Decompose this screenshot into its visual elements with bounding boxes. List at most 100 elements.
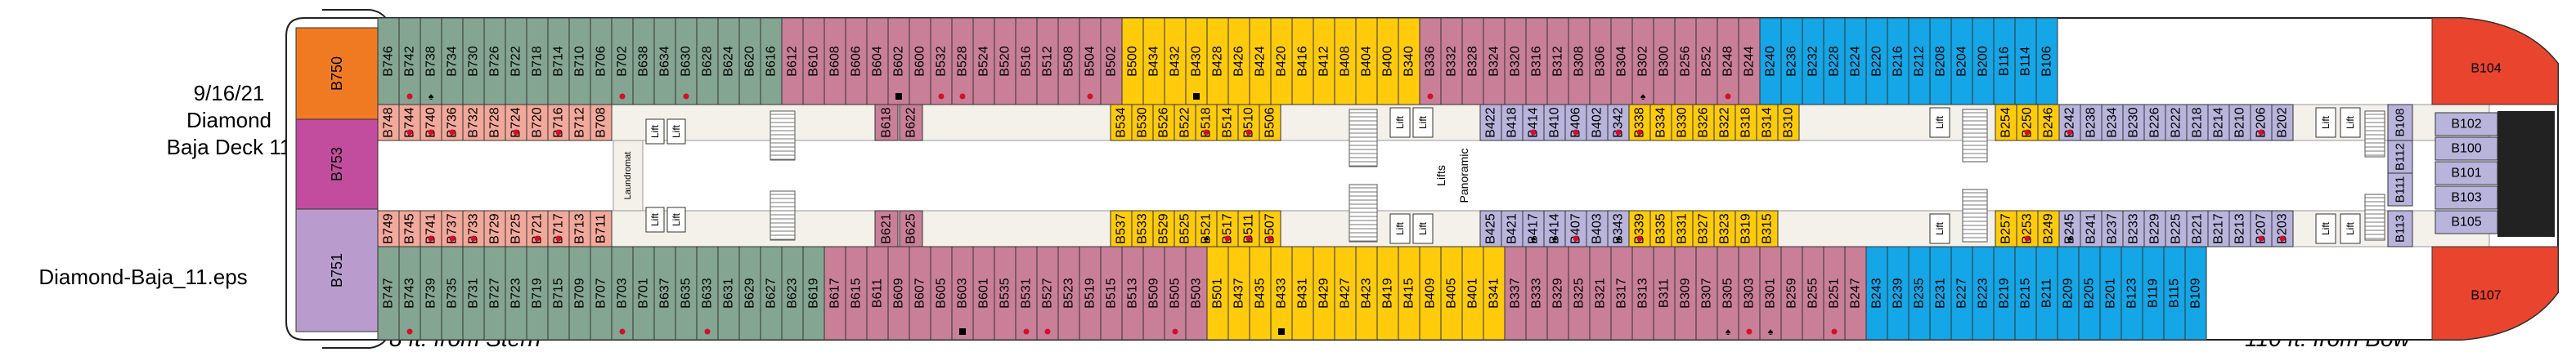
cabin-bottom-outer[interactable] bbox=[1908, 246, 1931, 341]
cabin-top-outer[interactable] bbox=[845, 17, 868, 105]
cabin-bottom-inner[interactable] bbox=[1607, 210, 1630, 247]
cabin-top-outer[interactable] bbox=[1674, 17, 1697, 105]
cabin-bottom-outer[interactable] bbox=[887, 246, 910, 341]
cabin-top-outer[interactable] bbox=[760, 17, 783, 105]
cabin-bottom-outer[interactable] bbox=[568, 246, 591, 341]
cabin-bottom-inner[interactable] bbox=[2165, 210, 2188, 247]
cabin-bottom-inner[interactable] bbox=[1995, 210, 2017, 247]
lift-icon[interactable] bbox=[645, 207, 665, 233]
cabin-bottom-outer[interactable] bbox=[760, 246, 783, 341]
cabin-top-outer[interactable] bbox=[1631, 17, 1654, 105]
cabin-top-outer[interactable] bbox=[632, 17, 655, 105]
cabin-top-outer[interactable] bbox=[802, 17, 825, 105]
lift-icon[interactable] bbox=[645, 118, 665, 145]
suite-cabin[interactable] bbox=[295, 118, 379, 210]
cabin-top-outer[interactable] bbox=[1227, 17, 1250, 105]
cabin-top-inner[interactable] bbox=[2122, 104, 2145, 141]
cabin-bottom-outer[interactable] bbox=[696, 246, 719, 341]
cabin-bottom-outer[interactable] bbox=[951, 246, 974, 341]
cabin-top-outer[interactable] bbox=[1589, 17, 1612, 105]
cabin-top-outer[interactable] bbox=[972, 17, 995, 105]
cabin-top-outer[interactable] bbox=[1376, 17, 1399, 105]
cabin-top-outer[interactable] bbox=[1950, 17, 1973, 105]
cabin-top-inner[interactable] bbox=[1174, 104, 1196, 141]
cabin-bottom-outer[interactable] bbox=[1227, 246, 1250, 341]
cabin-bottom-inner[interactable] bbox=[2080, 210, 2103, 247]
cabin-top-inner[interactable] bbox=[1131, 104, 1154, 141]
cabin-top-inner[interactable] bbox=[2207, 104, 2230, 141]
cabin-top-outer[interactable] bbox=[483, 17, 506, 105]
cabin-top-inner[interactable] bbox=[568, 104, 591, 141]
suite-cabin[interactable] bbox=[295, 27, 379, 120]
lift-icon[interactable] bbox=[1929, 213, 1950, 244]
cabin-top-outer[interactable] bbox=[1802, 17, 1824, 105]
cabin-top-outer[interactable] bbox=[420, 17, 442, 105]
lift-icon[interactable] bbox=[1412, 213, 1434, 244]
cabin-bottom-inner[interactable] bbox=[1692, 210, 1715, 247]
cabin-bottom-outer[interactable] bbox=[1674, 246, 1697, 341]
lift-icon[interactable] bbox=[2340, 213, 2361, 244]
cabin-bottom-outer[interactable] bbox=[909, 246, 931, 341]
cabin-bottom-outer[interactable] bbox=[1865, 246, 1888, 341]
cabin-center[interactable] bbox=[874, 104, 899, 141]
cabin-top-inner[interactable] bbox=[1501, 104, 1524, 141]
cabin-bottom-inner[interactable] bbox=[1479, 210, 1502, 247]
cabin-bottom-outer[interactable] bbox=[1398, 246, 1420, 341]
cabin-top-outer[interactable] bbox=[1291, 17, 1314, 105]
cabin-bottom-inner[interactable] bbox=[1649, 210, 1672, 247]
cabin-bottom-outer[interactable] bbox=[994, 246, 1016, 341]
cabin-bottom-outer[interactable] bbox=[1504, 246, 1527, 341]
cabin-top-outer[interactable] bbox=[1057, 17, 1080, 105]
cabin-top-inner[interactable] bbox=[2080, 104, 2103, 141]
cabin-bottom-outer[interactable] bbox=[1036, 246, 1059, 341]
cabin-bottom-outer[interactable] bbox=[1313, 246, 1335, 341]
cabin-top-outer[interactable] bbox=[1313, 17, 1335, 105]
cabin-top-outer[interactable] bbox=[781, 17, 804, 105]
cabin-top-outer[interactable] bbox=[951, 17, 974, 105]
cabin-bottom-inner[interactable] bbox=[398, 210, 421, 247]
cabin-bow-stack[interactable] bbox=[2435, 112, 2498, 136]
cabin-top-outer[interactable] bbox=[1844, 17, 1867, 105]
cabin-top-outer[interactable] bbox=[1440, 17, 1463, 105]
cabin-bottom-inner[interactable] bbox=[1713, 210, 1736, 247]
cabin-bottom-inner[interactable] bbox=[1735, 210, 1757, 247]
cabin-bottom-outer[interactable] bbox=[824, 246, 846, 341]
cabin-bottom-outer[interactable] bbox=[590, 246, 613, 341]
cabin-bottom-outer[interactable] bbox=[1887, 246, 1910, 341]
cabin-bottom-inner[interactable] bbox=[505, 210, 527, 247]
cabin-top-outer[interactable] bbox=[590, 17, 613, 105]
cabin-bottom-outer[interactable] bbox=[1929, 246, 1952, 341]
cabin-bottom-outer[interactable] bbox=[1759, 246, 1782, 341]
cabin-center[interactable] bbox=[899, 210, 923, 247]
cabin-bottom-outer[interactable] bbox=[1440, 246, 1463, 341]
cabin-top-outer[interactable] bbox=[653, 17, 676, 105]
cabin-bottom-inner[interactable] bbox=[2143, 210, 2166, 247]
cabin-bottom-inner[interactable] bbox=[2186, 210, 2209, 247]
cabin-top-inner[interactable] bbox=[1713, 104, 1736, 141]
cabin-bottom-inner[interactable] bbox=[2037, 210, 2060, 247]
cabin-top-inner[interactable] bbox=[1777, 104, 1800, 141]
cabin-bottom-outer[interactable] bbox=[1164, 246, 1187, 341]
cabin-top-inner[interactable] bbox=[1259, 104, 1281, 141]
cabin-top-outer[interactable] bbox=[398, 17, 421, 105]
cabin-top-outer[interactable] bbox=[1972, 17, 1995, 105]
cabin-bow[interactable] bbox=[2387, 210, 2413, 247]
cabin-top-outer[interactable] bbox=[909, 17, 931, 105]
cabin-top-outer[interactable] bbox=[441, 17, 464, 105]
cabin-bottom-inner[interactable] bbox=[1131, 210, 1154, 247]
lift-icon[interactable] bbox=[666, 207, 686, 233]
cabin-top-inner[interactable] bbox=[1671, 104, 1694, 141]
cabin-bottom-outer[interactable] bbox=[1993, 246, 2016, 341]
cabin-top-inner[interactable] bbox=[2037, 104, 2060, 141]
cabin-bottom-outer[interactable] bbox=[1972, 246, 1995, 341]
lift-icon[interactable] bbox=[1412, 107, 1434, 138]
cabin-bow[interactable] bbox=[2387, 172, 2413, 207]
cabin-bottom-inner[interactable] bbox=[1501, 210, 1524, 247]
cabin-top-inner[interactable] bbox=[1543, 104, 1566, 141]
cabin-bottom-outer[interactable] bbox=[1291, 246, 1314, 341]
cabin-bow[interactable] bbox=[2387, 104, 2413, 141]
cabin-top-outer[interactable] bbox=[717, 17, 740, 105]
cabin-top-inner[interactable] bbox=[1995, 104, 2017, 141]
cabin-bottom-outer[interactable] bbox=[1249, 246, 1272, 341]
cabin-bottom-outer[interactable] bbox=[2184, 246, 2207, 341]
